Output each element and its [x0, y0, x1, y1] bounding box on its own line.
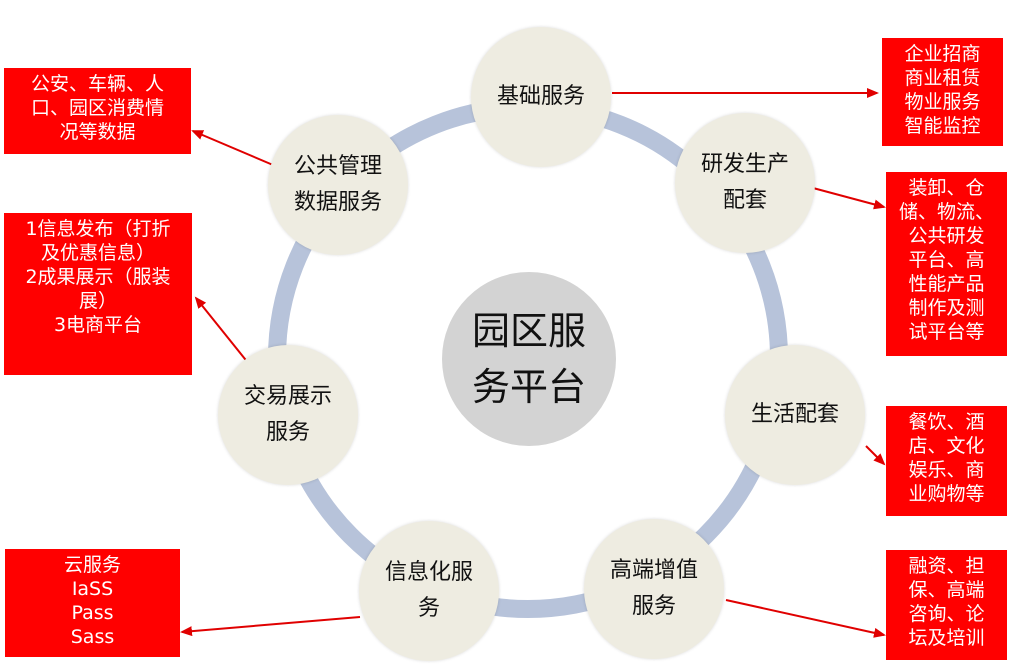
box-line: 娱乐、商 — [908, 459, 985, 481]
box-line: 况等数据 — [59, 121, 136, 143]
box-line: 物业服务 — [904, 91, 981, 113]
node-trade-display-label: 交易展示 服务 — [243, 384, 332, 445]
arrow-trade — [194, 296, 250, 365]
node-trade-display: 交易展示 服务 — [218, 345, 358, 485]
box-line: 装卸、仓 — [908, 177, 985, 199]
node-informatization: 信息化服 务 — [359, 521, 499, 661]
center-platform-label: 园区服 务平台 — [471, 309, 586, 409]
box-line: 咨询、论 — [908, 603, 985, 625]
box-line: 商业租赁 — [904, 67, 981, 89]
arrow-highend — [725, 599, 886, 638]
node-high-end-services-label: 高端增值 服务 — [609, 558, 698, 619]
box-trade-details: 1信息发布（打折 及优惠信息） 2成果展示（服装 展） 3电商平台 — [4, 213, 192, 375]
node-public-data-label: 公共管理 数据服务 — [293, 154, 382, 215]
node-living-support: 生活配套 — [725, 345, 865, 485]
box-line: 企业招商 — [904, 43, 981, 65]
arrow-info — [180, 616, 361, 637]
box-line: 2成果展示（服装 — [25, 266, 171, 288]
box-line: 口、园区消费情 — [30, 97, 164, 119]
box-line: Pass — [71, 602, 114, 624]
node-high-end-services: 高端增值 服务 — [584, 519, 724, 659]
box-line: 平台、高 — [908, 249, 985, 271]
box-line: 公共研发 — [908, 225, 985, 247]
box-line: 性能产品 — [908, 273, 985, 295]
node-public-data: 公共管理 数据服务 — [268, 115, 408, 255]
box-line: 融资、担 — [908, 555, 985, 577]
box-line: 储、物流、 — [898, 201, 994, 223]
box-basic-details: 企业招商 商业租赁 物业服务 智能监控 — [882, 38, 1003, 146]
box-line: 3电商平台 — [53, 314, 143, 336]
node-basic-services-label: 基础服务 — [496, 84, 585, 109]
box-line: 试平台等 — [908, 321, 985, 343]
node-rnd-production: 研发生产 配套 — [675, 113, 815, 253]
box-line: 业购物等 — [908, 483, 985, 505]
box-line: 智能监控 — [904, 115, 981, 137]
node-living-support-label: 生活配套 — [750, 402, 839, 427]
box-line: IaSS — [71, 578, 114, 600]
box-line: 店、文化 — [908, 435, 985, 457]
box-line: Sass — [70, 626, 115, 648]
arrow-rnd — [812, 187, 886, 210]
box-info-details: 云服务 IaSS Pass Sass — [5, 549, 180, 657]
box-life-details: 餐饮、酒 店、文化 娱乐、商 业购物等 — [886, 406, 1007, 516]
box-line: 及优惠信息） — [40, 242, 155, 264]
box-public-details: 公安、车辆、人 口、园区消费情 况等数据 — [4, 68, 191, 154]
box-line: 保、高端 — [908, 579, 985, 601]
box-line: 公安、车辆、人 — [30, 73, 164, 95]
box-line: 展） — [78, 290, 117, 312]
box-rnd-details: 装卸、仓 储、物流、 公共研发 平台、高 性能产品 制作及测 试平台等 — [886, 172, 1007, 356]
arrow-public — [191, 130, 274, 166]
arrow-life — [865, 445, 886, 466]
box-line: 坛及培训 — [908, 627, 985, 649]
box-line: 1信息发布（打折 — [25, 218, 171, 240]
box-high-end-details: 融资、担 保、高端 咨询、论 坛及培训 — [886, 550, 1007, 660]
box-line: 云服务 — [63, 554, 121, 576]
node-rnd-production-label: 研发生产 配套 — [700, 152, 789, 213]
node-informatization-label: 信息化服 务 — [384, 560, 473, 621]
box-line: 餐饮、酒 — [908, 411, 985, 433]
box-line: 制作及测 — [908, 297, 985, 319]
center-platform-circle: 园区服 务平台 — [442, 272, 616, 446]
node-basic-services: 基础服务 — [471, 27, 611, 167]
